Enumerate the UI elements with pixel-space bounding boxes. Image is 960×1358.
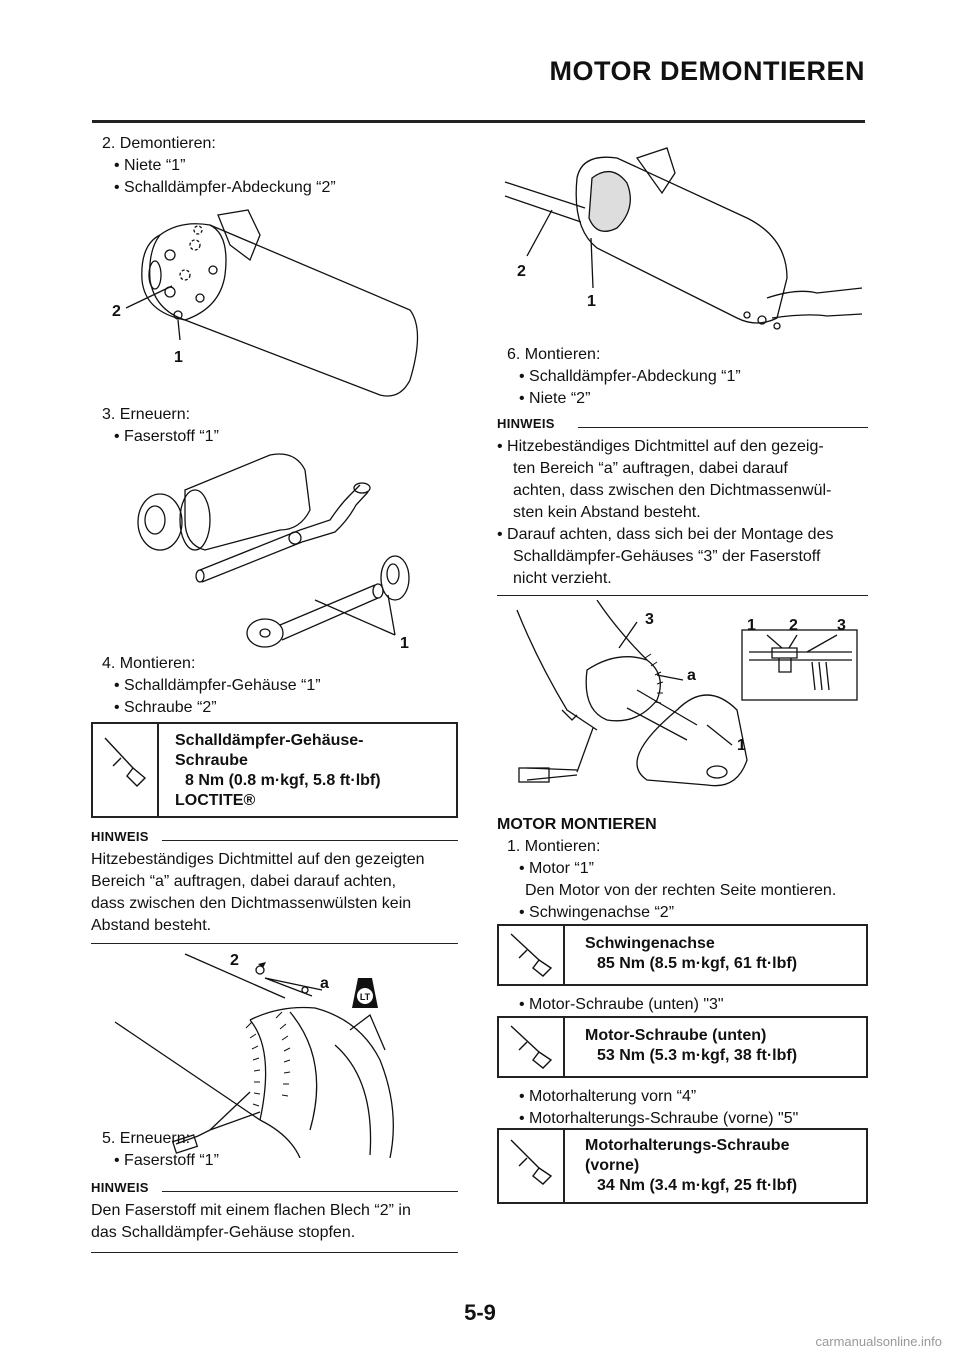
muffler-cover-figure: 2 1 bbox=[112, 209, 419, 397]
torque2-line-2: 85 Nm (8.5 m·kgf, 61 ft·lbf) bbox=[597, 955, 798, 972]
torque1-line-2: Schraube bbox=[175, 752, 248, 769]
torque-box-pivot-shaft: Schwingenachse 85 Nm (8.5 m·kgf, 61 ft·l… bbox=[497, 924, 868, 986]
fig4-label-2: 2 bbox=[517, 263, 526, 280]
hinweis3-label: HINWEIS bbox=[497, 416, 555, 431]
item-motor-schraube: • Motor-Schraube (unten) "3" bbox=[519, 996, 724, 1013]
hinweis2-rule bbox=[162, 1191, 458, 1192]
fig1-label-1: 1 bbox=[174, 349, 183, 366]
fig5-detail-label-1: 1 bbox=[747, 617, 756, 634]
step4-title: 4. Montieren: bbox=[102, 655, 196, 672]
fig5-detail-label-2: 2 bbox=[789, 617, 798, 634]
hinweis1-rule bbox=[162, 840, 458, 841]
torque1-line-3: 8 Nm (0.8 m·kgf, 5.8 ft·lbf) bbox=[185, 772, 381, 789]
torque-wrench-icon bbox=[510, 1139, 553, 1185]
item-halterung-1: • Motorhalterung vorn “4” bbox=[519, 1088, 697, 1105]
torque4-line-2: (vorne) bbox=[585, 1157, 640, 1174]
hinweis3-line-5: • Darauf achten, dass sich bei der Monta… bbox=[497, 526, 834, 543]
hinweis3-line-4: sten kein Abstand besteht. bbox=[513, 504, 701, 521]
fig5-label-a: a bbox=[687, 667, 696, 684]
step6-item-1: • Schalldämpfer-Abdeckung “1” bbox=[519, 368, 741, 385]
hinweis2-label: HINWEIS bbox=[91, 1180, 149, 1195]
hinweis3-line-6: Schalldämpfer-Gehäuses “3” der Faserstof… bbox=[513, 548, 821, 565]
hinweis3-line-1: • Hitzebeständiges Dichtmittel auf den g… bbox=[497, 438, 824, 455]
section-item-3: • Schwingenachse “2” bbox=[519, 904, 675, 921]
hinweis3-line-2: ten Bereich “a” auftragen, dabei darauf bbox=[513, 460, 788, 477]
fig3-label-2: 2 bbox=[230, 952, 239, 969]
section-item-2: Den Motor von der rechten Seite montiere… bbox=[525, 882, 837, 899]
hinweis1-line-4: Abstand besteht. bbox=[91, 917, 212, 934]
torque-wrench-icon bbox=[510, 1025, 553, 1069]
fig3-label-a: a bbox=[320, 975, 329, 992]
fig2-label-1: 1 bbox=[400, 635, 409, 652]
step3-title: 3. Erneuern: bbox=[102, 406, 191, 423]
step5-title: 5. Erneuern: bbox=[102, 1130, 191, 1147]
fig1-label-2: 2 bbox=[112, 303, 121, 320]
hinweis2-end-rule bbox=[91, 1252, 458, 1253]
muffler-housing-figure: 3 a 1 1 2 3 bbox=[516, 600, 858, 787]
hinweis1-label: HINWEIS bbox=[91, 829, 149, 844]
fig4-label-1: 1 bbox=[587, 293, 596, 310]
torque-box-engine-bracket-bolt: Motorhalterungs-Schraube (vorne) 34 Nm (… bbox=[497, 1128, 868, 1204]
torque4-line-3: 34 Nm (3.4 m·kgf, 25 ft·lbf) bbox=[597, 1177, 798, 1194]
watermark: carmanualsonline.info bbox=[815, 1334, 942, 1349]
hinweis3-line-3: achten, dass zwischen den Dichtmassenwül… bbox=[513, 482, 832, 499]
loctite-badge-text: LT bbox=[360, 992, 371, 1002]
step5-item-1: • Faserstoff “1” bbox=[114, 1152, 219, 1169]
torque1-line-4: LOCTITE® bbox=[175, 792, 256, 809]
muffler-install-figure: 2 1 bbox=[504, 147, 863, 330]
step2-item-2: • Schalldämpfer-Abdeckung “2” bbox=[114, 179, 336, 196]
item-halterung-2: • Motorhalterungs-Schraube (vorne) "5" bbox=[519, 1110, 799, 1127]
fig5-label-3: 3 bbox=[645, 611, 654, 628]
step6-item-2: • Niete “2” bbox=[519, 390, 591, 407]
fig5-label-1: 1 bbox=[737, 737, 746, 754]
sealant-figure: LT 2 a 1 bbox=[114, 952, 394, 1158]
hinweis1-end-rule bbox=[91, 943, 458, 944]
section-item-1: • Motor “1” bbox=[519, 860, 594, 877]
torque-box-engine-bolt-lower: Motor-Schraube (unten) 53 Nm (5.3 m·kgf,… bbox=[497, 1016, 868, 1078]
hinweis3-line-7: nicht verzieht. bbox=[513, 570, 612, 587]
step4-item-2: • Schraube “2” bbox=[114, 699, 217, 716]
hinweis1-line-2: Bereich “a” auftragen, dabei darauf acht… bbox=[91, 873, 397, 890]
step2-title: 2. Demontieren: bbox=[102, 135, 216, 152]
fig5-detail-label-3: 3 bbox=[837, 617, 846, 634]
page-number: 5-9 bbox=[464, 1300, 496, 1325]
torque3-line-2: 53 Nm (5.3 m·kgf, 38 ft·lbf) bbox=[597, 1047, 798, 1064]
hinweis1-line-3: dass zwischen den Dichtmassenwülsten kei… bbox=[91, 895, 412, 912]
torque-box-muffler-bolt: Schalldämpfer-Gehäuse- Schraube 8 Nm (0.… bbox=[91, 722, 458, 818]
torque3-line-1: Motor-Schraube (unten) bbox=[585, 1027, 767, 1044]
step4-item-1: • Schalldämpfer-Gehäuse “1” bbox=[114, 677, 321, 694]
torque4-line-1: Motorhalterungs-Schraube bbox=[585, 1137, 790, 1154]
hinweis2-line-2: das Schalldämpfer-Gehäuse stopfen. bbox=[91, 1224, 356, 1241]
muffler-parts-figure: 1 bbox=[137, 453, 410, 652]
step2-item-1: • Niete “1” bbox=[114, 157, 186, 174]
page-title: MOTOR DEMONTIEREN bbox=[549, 56, 865, 86]
hinweis3-rule bbox=[578, 427, 868, 428]
hinweis2-line-1: Den Faserstoff mit einem flachen Blech “… bbox=[91, 1202, 411, 1219]
section-title: MOTOR MONTIEREN bbox=[497, 816, 657, 833]
hinweis1-line-1: Hitzebeständiges Dichtmittel auf den gez… bbox=[91, 851, 425, 868]
step3-item-1: • Faserstoff “1” bbox=[114, 428, 219, 445]
torque-wrench-icon bbox=[104, 737, 147, 787]
section-step1: 1. Montieren: bbox=[507, 838, 601, 855]
step6-title: 6. Montieren: bbox=[507, 346, 601, 363]
hinweis3-end-rule bbox=[497, 595, 868, 596]
header-rule bbox=[92, 120, 865, 123]
torque-wrench-icon bbox=[510, 933, 553, 977]
torque2-line-1: Schwingenachse bbox=[585, 935, 715, 952]
torque1-line-1: Schalldämpfer-Gehäuse- bbox=[175, 732, 364, 749]
torque-wrench-icon-cell bbox=[93, 724, 159, 816]
